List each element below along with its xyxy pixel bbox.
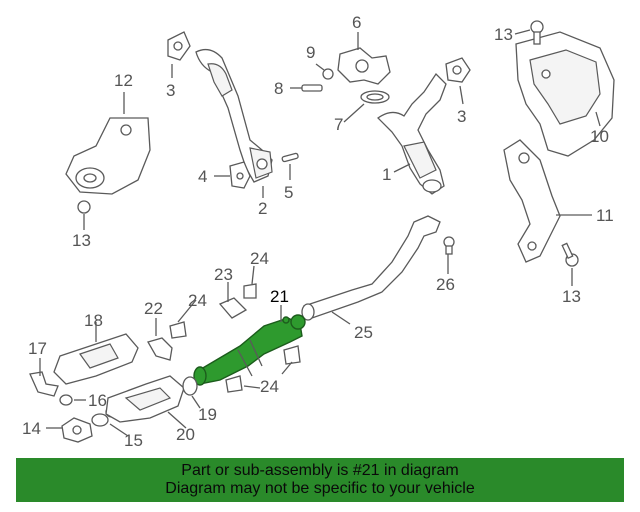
part-24-bracket-low — [225, 375, 243, 393]
callout-4: 4 — [198, 167, 207, 186]
exhaust-parts-diagram: 1 2 3 3 4 5 6 7 8 9 10 11 12 13 13 13 14… — [22, 13, 615, 450]
callout-19: 19 — [198, 405, 217, 424]
callout-10: 10 — [590, 127, 609, 146]
callout-13-right: 13 — [562, 287, 581, 306]
leader-lines — [39, 29, 601, 437]
part-20-heat-shield — [105, 375, 185, 423]
callout-9: 9 — [306, 43, 315, 62]
callout-13-top: 13 — [494, 25, 513, 44]
callout-6: 6 — [352, 13, 361, 32]
callout-17: 17 — [28, 339, 47, 358]
part-8-bolt — [301, 84, 323, 92]
part-6-flange — [337, 47, 391, 85]
part-3-gasket-left — [167, 31, 191, 61]
callout-11: 11 — [596, 206, 614, 225]
callout-20: 20 — [176, 425, 195, 444]
callout-22: 22 — [144, 299, 163, 318]
callout-13-left: 13 — [72, 231, 91, 250]
callout-24-low: 24 — [260, 377, 279, 396]
callout-26: 26 — [436, 275, 455, 294]
callout-24-top: 24 — [250, 249, 269, 268]
callout-12: 12 — [114, 71, 133, 90]
part-22-bracket — [147, 337, 173, 361]
part-9-nut — [322, 68, 334, 80]
part-7-gasket — [360, 90, 390, 104]
callout-21-highlighted: 21 — [270, 287, 289, 306]
part-14-flange — [61, 417, 93, 443]
callout-1: 1 — [382, 165, 391, 184]
part-26-hanger — [443, 236, 455, 255]
callout-3-right: 3 — [457, 107, 466, 126]
part-12-mount — [65, 117, 151, 195]
callout-18: 18 — [84, 311, 103, 330]
part-23-bracket — [218, 297, 248, 319]
part-24-bracket-top — [243, 283, 257, 299]
part-1-front-pipe — [376, 72, 447, 195]
callout-labels: 1 2 3 3 4 5 6 7 8 9 10 11 12 13 13 13 14… — [22, 13, 614, 450]
callout-14: 14 — [22, 419, 41, 438]
part-4-bracket — [229, 161, 251, 189]
callout-24-mid: 24 — [188, 291, 207, 310]
callout-16: 16 — [88, 391, 107, 410]
callout-7: 7 — [334, 115, 343, 134]
part-11-bracket — [503, 139, 561, 263]
part-17-bracket — [29, 371, 59, 397]
callout-2: 2 — [258, 199, 267, 218]
part-24-bracket-mid — [169, 321, 187, 339]
info-banner: Part or sub-assembly is #21 in diagram D… — [16, 458, 624, 502]
part-13-bolt-top — [530, 20, 544, 45]
part-25-tail-pipe — [301, 215, 441, 321]
part-24-bracket-right — [283, 345, 301, 365]
callout-25: 25 — [354, 323, 373, 342]
callout-8: 8 — [274, 79, 283, 98]
part-2-front-pipe — [195, 48, 273, 183]
callout-23: 23 — [214, 265, 233, 284]
part-13-bolt-left — [77, 200, 91, 214]
part-18-catalytic-converter — [53, 333, 139, 385]
callout-15: 15 — [124, 431, 143, 450]
part-5-stud — [281, 152, 299, 163]
part-10-heat-shield — [515, 31, 615, 157]
banner-line-1: Part or sub-assembly is #21 in diagram — [181, 462, 459, 479]
part-16-gasket — [59, 394, 73, 406]
callout-3-left: 3 — [166, 81, 175, 100]
part-21-resonator-highlighted — [193, 314, 306, 386]
part-3-gasket-right — [445, 57, 471, 83]
callout-5: 5 — [284, 183, 293, 202]
part-19-gasket — [182, 376, 198, 396]
banner-line-2: Diagram may not be specific to your vehi… — [165, 480, 475, 497]
part-13-bolt-right — [561, 242, 579, 267]
